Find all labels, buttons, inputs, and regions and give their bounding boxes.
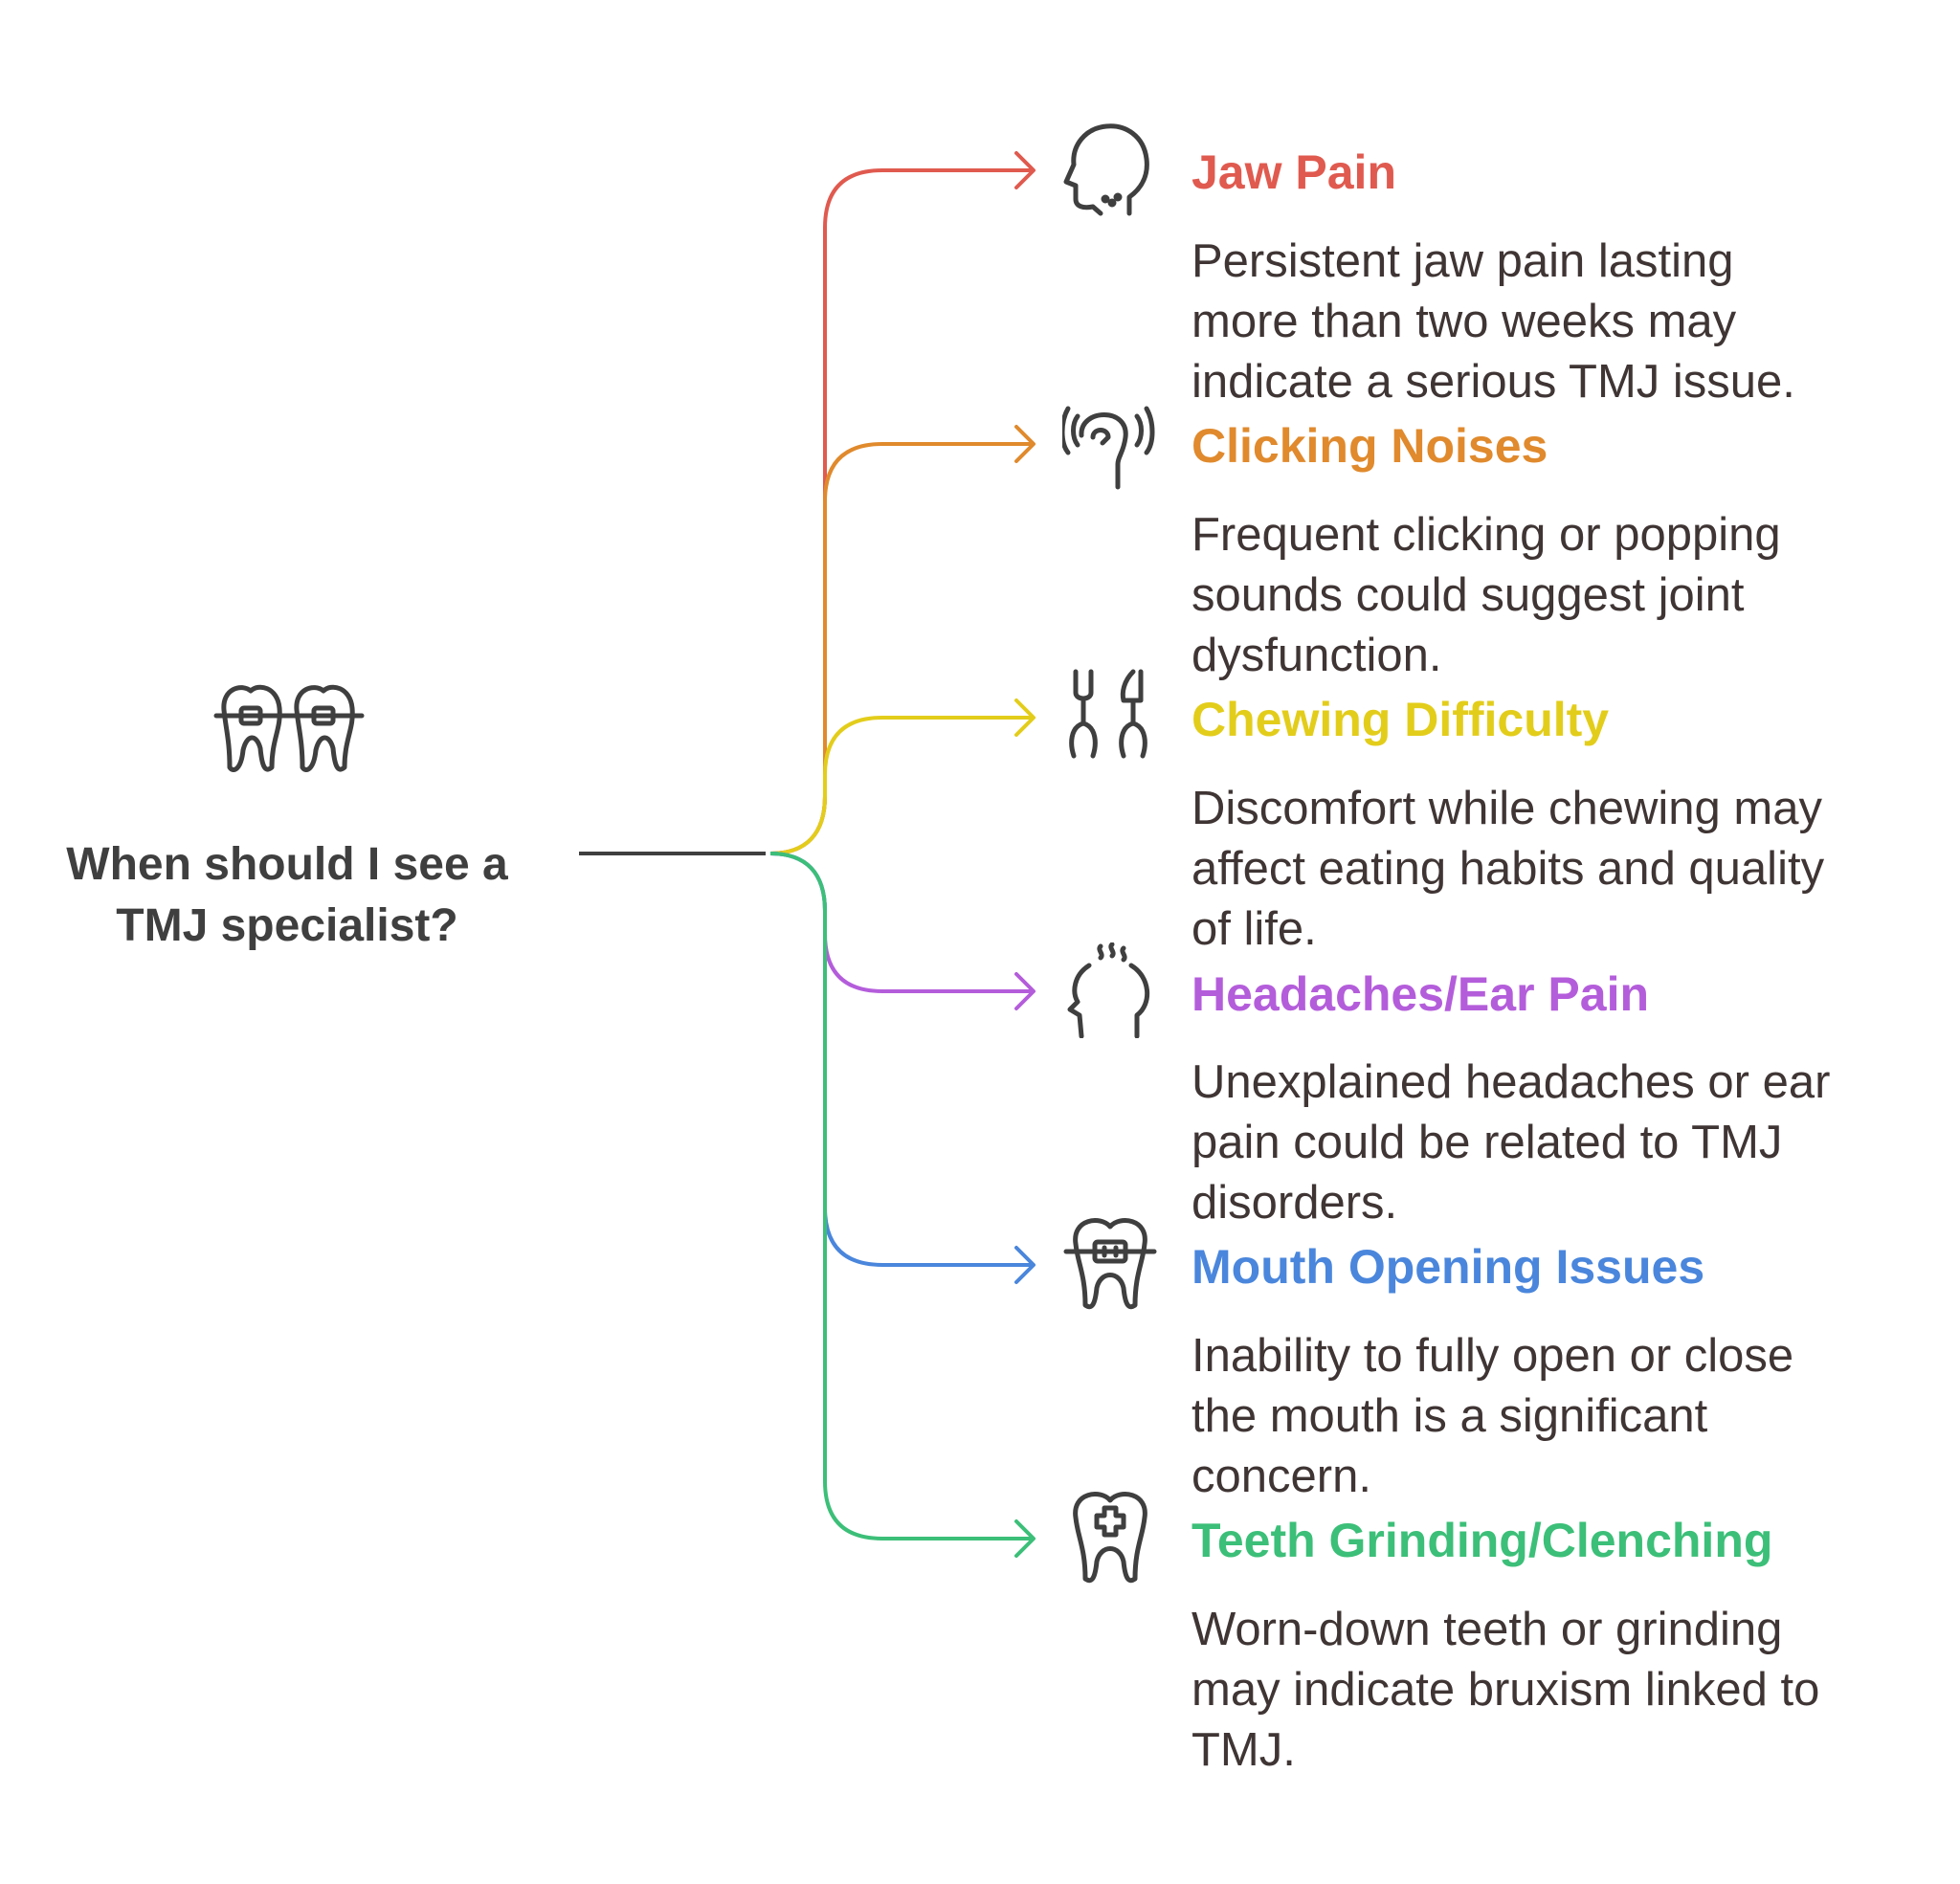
branch-line-teeth-grinding [769,852,1034,1540]
tooth-braces-icon [1063,1218,1157,1310]
branch-line-jaw-pain [769,168,1034,855]
desc-line: concern. [1192,1451,1371,1502]
desc-line: TMJ. [1192,1724,1296,1776]
item-desc-chewing-difficulty: Discomfort while chewing may affect eati… [1192,779,1948,960]
desc-line: Frequent clicking or popping [1192,509,1781,561]
question-line-1: When should I see a [66,839,508,890]
branch-line-headaches-ear-pain [769,852,1034,993]
desc-line: Worn-down teeth or grinding [1192,1604,1783,1655]
desc-line: may indicate bruxism linked to [1192,1664,1820,1716]
tooth-cross-icon [1073,1492,1147,1584]
item-desc-jaw-pain: Persistent jaw pain lasting more than tw… [1192,232,1948,412]
branch-line-clicking-noises [769,442,1034,855]
ear-sound-icon [1062,406,1155,490]
arrowhead-jaw-pain [1014,151,1036,189]
item-title-mouth-opening-issues: Mouth Opening Issues [1192,1240,1705,1294]
desc-line: Inability to fully open or close [1192,1330,1794,1382]
arrowhead-teeth-grinding [1014,1519,1036,1558]
item-title-teeth-grinding: Teeth Grinding/Clenching [1192,1514,1773,1567]
desc-line: disorders. [1192,1177,1398,1229]
desc-line: Discomfort while chewing may [1192,783,1822,834]
arrowhead-clicking-noises [1014,425,1036,463]
item-desc-clicking-noises: Frequent clicking or popping sounds coul… [1192,505,1948,686]
desc-line: pain could be related to TMJ [1192,1117,1783,1168]
question-line-2: TMJ specialist? [116,900,458,951]
desc-line: indicate a serious TMJ issue. [1192,356,1795,408]
item-title-clicking-noises: Clicking Noises [1192,419,1548,473]
item-desc-headaches-ear-pain: Unexplained headaches or ear pain could … [1192,1053,1948,1233]
item-title-jaw-pain: Jaw Pain [1192,145,1396,199]
desc-line: Unexplained headaches or ear [1192,1056,1831,1108]
arrowhead-mouth-opening-issues [1014,1246,1036,1284]
item-desc-mouth-opening-issues: Inability to fully open or close the mou… [1192,1326,1948,1507]
desc-line: Persistent jaw pain lasting [1192,235,1734,287]
desc-line: dysfunction. [1192,630,1442,681]
branch-line-mouth-opening-issues [769,852,1034,1267]
arrowhead-chewing-difficulty [1014,698,1036,737]
item-title-headaches-ear-pain: Headaches/Ear Pain [1192,967,1650,1021]
dental-tools-icon [1069,669,1147,759]
desc-line: sounds could suggest joint [1192,569,1745,621]
desc-line: affect eating habits and quality [1192,843,1825,895]
teeth-braces-icon [213,684,365,773]
branch-line-chewing-difficulty [769,716,1034,855]
question-text: When should I see a TMJ specialist? [38,834,536,957]
desc-line: the mouth is a significant [1192,1390,1708,1442]
desc-line: more than two weeks may [1192,296,1737,347]
desc-line: of life. [1192,903,1317,955]
item-desc-teeth-grinding: Worn-down teeth or grinding may indicate… [1192,1600,1948,1781]
item-title-chewing-difficulty: Chewing Difficulty [1192,693,1610,746]
head-ache-icon [1067,942,1150,1038]
arrowhead-headaches-ear-pain [1014,972,1036,1010]
head-profile-icon [1063,123,1149,216]
